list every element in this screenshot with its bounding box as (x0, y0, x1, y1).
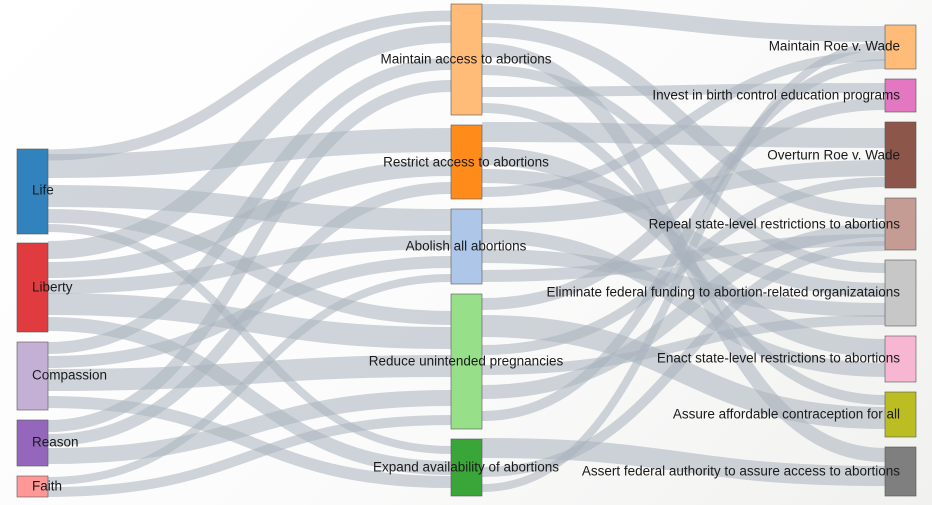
node-compassion[interactable] (16, 341, 49, 411)
node-label-compassion: Compassion (32, 368, 107, 383)
link-expand-to-assert[interactable] (481, 438, 886, 486)
node-invest[interactable] (884, 78, 917, 113)
node-label-life: Life (32, 183, 54, 198)
link-reason-to-maintain_access[interactable] (47, 80, 452, 432)
link-layer (47, 4, 886, 497)
node-label-liberty: Liberty (32, 280, 73, 295)
link-compassion-to-reduce[interactable] (47, 355, 452, 391)
link-reduce-to-maintain_roe[interactable] (481, 59, 886, 421)
node-label-maintain_roe: Maintain Roe v. Wade (769, 39, 900, 54)
node-abolish[interactable] (450, 208, 483, 285)
node-maintain_access[interactable] (450, 3, 483, 116)
node-expand[interactable] (450, 438, 483, 497)
link-faith-to-abolish[interactable] (47, 274, 452, 485)
link-life-to-maintain_access[interactable] (47, 10, 452, 161)
link-liberty-to-maintain_access[interactable] (47, 25, 452, 259)
link-reduce-to-eliminate[interactable] (481, 315, 886, 375)
node-label-invest: Invest in birth control education progra… (652, 88, 900, 103)
node-life[interactable] (16, 148, 49, 235)
node-label-assert: Assert federal authority to assure acces… (582, 464, 900, 479)
link-liberty-to-restrict_access[interactable] (47, 160, 452, 278)
link-abolish-to-overturn[interactable] (481, 160, 886, 224)
node-label-enact: Enact state-level restrictions to aborti… (657, 351, 900, 366)
node-label-restrict_access: Restrict access to abortions (383, 155, 549, 170)
link-reason-to-reduce[interactable] (47, 390, 452, 464)
link-abolish-to-eliminate[interactable] (481, 249, 886, 317)
node-enact[interactable] (884, 335, 917, 383)
link-restrict_access-to-overturn[interactable] (481, 122, 886, 148)
node-maintain_roe[interactable] (884, 24, 917, 70)
node-overturn[interactable] (884, 121, 917, 189)
link-compassion-to-maintain_access[interactable] (47, 58, 452, 354)
link-reduce-to-invest[interactable] (481, 98, 886, 310)
node-reduce[interactable] (450, 293, 483, 430)
link-expand-to-maintain_roe[interactable] (481, 42, 886, 492)
node-assure[interactable] (884, 391, 917, 438)
link-reduce-to-repeal[interactable] (481, 223, 886, 399)
node-label-maintain_access: Maintain access to abortions (380, 52, 551, 67)
link-restrict_access-to-maintain_roe[interactable] (481, 51, 886, 197)
node-label-repeal: Repeal state-level restrictions to abort… (649, 217, 901, 232)
node-faith[interactable] (16, 475, 49, 498)
node-label-abolish: Abolish all abortions (406, 239, 527, 254)
node-label-expand: Expand availability of abortions (373, 460, 559, 475)
link-maintain_access-to-invest[interactable] (481, 83, 886, 97)
node-liberty[interactable] (16, 242, 49, 333)
node-repeal[interactable] (884, 197, 917, 251)
node-label-reduce: Reduce unintended pregnancies (369, 354, 564, 369)
node-assert[interactable] (884, 446, 917, 497)
node-label-eliminate: Eliminate federal funding to abortion-re… (547, 285, 901, 300)
node-label-reason: Reason (32, 435, 79, 450)
node-label-assure: Assure affordable contraception for all (673, 407, 900, 422)
link-maintain_access-to-maintain_roe[interactable] (481, 4, 886, 42)
node-label-faith: Faith (32, 479, 62, 494)
link-reduce-to-assure[interactable] (481, 315, 886, 429)
node-reason[interactable] (16, 419, 49, 467)
node-layer (16, 3, 917, 498)
node-eliminate[interactable] (884, 259, 917, 327)
link-faith-to-reduce[interactable] (47, 415, 452, 497)
node-restrict_access[interactable] (450, 124, 483, 200)
node-label-overturn: Overturn Roe v. Wade (767, 148, 900, 163)
link-reason-to-restrict_access[interactable] (47, 182, 452, 446)
